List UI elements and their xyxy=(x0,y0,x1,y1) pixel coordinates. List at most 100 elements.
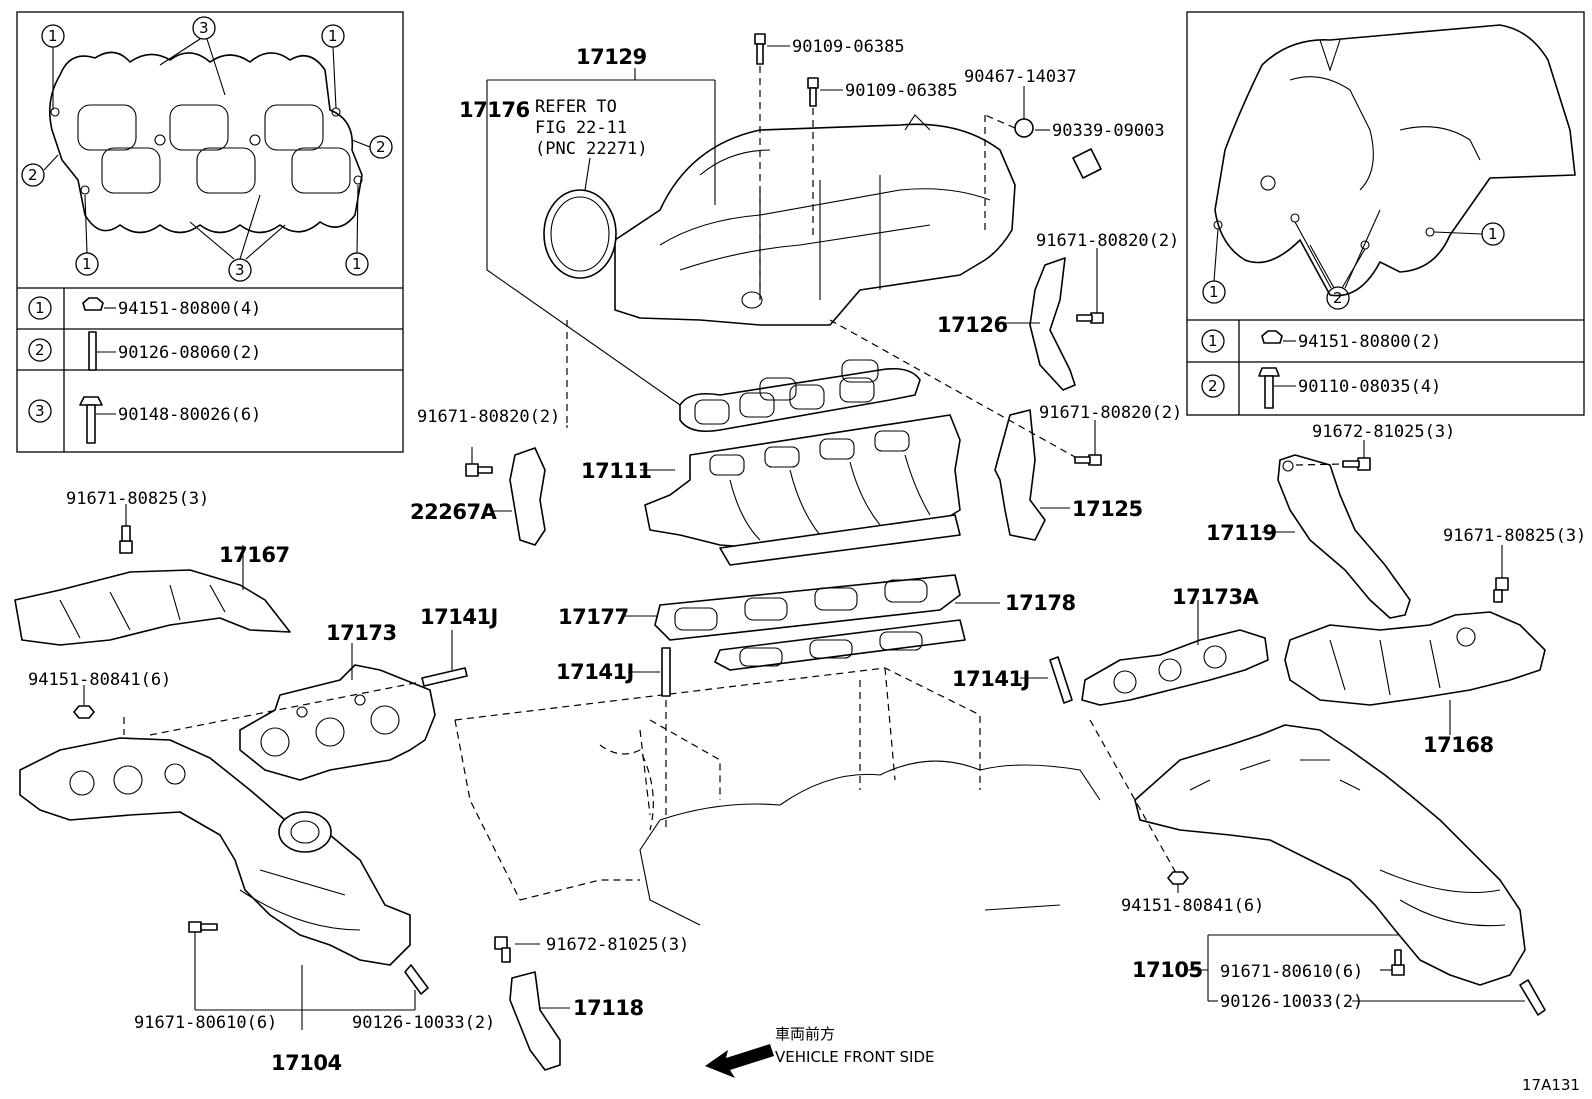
svg-text:1: 1 xyxy=(35,299,45,317)
figure-code: 17A131 xyxy=(1522,1076,1580,1094)
label-17167: 17167 xyxy=(219,543,290,567)
label-17118: 17118 xyxy=(573,996,644,1020)
exhaust-manifold-17105 xyxy=(1089,719,1526,986)
right-legend-row-2: 2 90110-08035(4) xyxy=(1201,367,1441,409)
label-17141J-right: 17141J xyxy=(952,667,1030,691)
label-91671-80820-b: 91671-80820(2) xyxy=(1039,403,1182,423)
bolt-91672-81025-right xyxy=(1295,440,1371,471)
svg-text:94151-80800(4): 94151-80800(4) xyxy=(118,299,261,319)
svg-text:2: 2 xyxy=(376,138,386,156)
svg-text:2: 2 xyxy=(28,166,38,184)
label-17173A: 17173A xyxy=(1172,585,1260,609)
heat-insulator-17168 xyxy=(1284,611,1546,735)
label-90109-06385-b: 90109-06385 xyxy=(845,81,958,101)
bolt-90109-a xyxy=(754,33,790,300)
label-94151-80841-left: 94151-80841(6) xyxy=(28,670,171,690)
bracket-17125 xyxy=(994,409,1070,541)
label-91671-80820-a: 91671-80820(2) xyxy=(1036,231,1179,251)
svg-text:1: 1 xyxy=(82,255,92,273)
label-17141J-center: 17141J xyxy=(556,660,634,684)
label-91671-80610-right: 91671-80610(6) xyxy=(1220,962,1363,982)
right-legend-row-1: 1 94151-80800(2) xyxy=(1201,329,1441,353)
label-17119: 17119 xyxy=(1206,521,1277,545)
label-91672-81025-a: 91672-81025(3) xyxy=(1312,422,1455,442)
stud-17141J-center xyxy=(628,647,671,830)
bracket-17119 xyxy=(1262,454,1411,619)
engine-block-outline xyxy=(454,667,1101,926)
bolt-91671-80610-right xyxy=(1380,949,1405,976)
left-callout-3b: 3 xyxy=(189,194,286,282)
label-90109-06385-a: 90109-06385 xyxy=(792,37,905,57)
label-91671-80610-left: 91671-80610(6) xyxy=(134,1013,277,1033)
left-legend-row-1: 1 94151-80800(4) xyxy=(28,296,261,320)
exhaust-gasket-17173 xyxy=(239,643,436,781)
stud-90126-left xyxy=(404,964,429,995)
front-label-en: VEHICLE FRONT SIDE xyxy=(775,1048,935,1066)
intake-manifold-upper xyxy=(1214,24,1576,297)
label-94151-80841-right: 94151-80841(6) xyxy=(1121,896,1264,916)
stud-17141J-left xyxy=(421,630,468,687)
label-90467-14037: 90467-14037 xyxy=(964,67,1077,87)
label-91672-81025-b: 91672-81025(3) xyxy=(546,935,689,955)
heat-insulator-17167 xyxy=(14,545,291,646)
svg-text:94151-80800(2): 94151-80800(2) xyxy=(1298,332,1441,352)
stud-17141J-right xyxy=(1020,656,1073,704)
label-90126-10033-right: 90126-10033(2) xyxy=(1220,992,1363,1012)
label-17129: 17129 xyxy=(576,45,647,69)
right-callout-2: 2 xyxy=(1294,209,1381,310)
left-callout-1a: 1 xyxy=(41,24,65,110)
bracket-17118 xyxy=(509,971,570,1071)
lower-intake-manifold-17111 xyxy=(640,414,961,566)
label-17176: 17176 xyxy=(459,98,530,122)
left-callout-1d: 1 xyxy=(345,184,369,276)
gasket-17176 xyxy=(486,68,921,433)
intake-gasket-plate xyxy=(49,51,363,234)
svg-text:3: 3 xyxy=(199,19,209,37)
refer-line-1: REFER TO xyxy=(535,97,617,117)
label-17111: 17111 xyxy=(581,459,652,483)
label-17125: 17125 xyxy=(1072,497,1143,521)
svg-text:1: 1 xyxy=(1209,283,1219,301)
right-callout-1a: 1 xyxy=(1433,222,1505,246)
label-17177: 17177 xyxy=(558,605,629,629)
svg-text:1: 1 xyxy=(1208,332,1218,350)
svg-text:90126-08060(2): 90126-08060(2) xyxy=(118,343,261,363)
label-17141J-left: 17141J xyxy=(420,605,498,629)
stud-90126-right xyxy=(1207,935,1546,1016)
label-22267A: 22267A xyxy=(410,500,498,524)
bolt-91671-80820-mid xyxy=(829,319,1102,466)
svg-text:3: 3 xyxy=(35,402,45,420)
exhaust-manifold-17104 xyxy=(19,737,411,1030)
svg-text:1: 1 xyxy=(352,255,362,273)
label-17126: 17126 xyxy=(937,313,1008,337)
right-callout-1b: 1 xyxy=(1202,228,1226,304)
svg-text:1: 1 xyxy=(48,27,58,45)
svg-text:90110-08035(4): 90110-08035(4) xyxy=(1298,377,1441,397)
left-callout-3a: 3 xyxy=(159,16,226,96)
exhaust-gasket-17173A xyxy=(1081,600,1269,706)
left-callout-1b: 1 xyxy=(321,24,345,109)
left-inset: 1 3 1 2 2 1 3 1 xyxy=(16,11,404,453)
svg-text:1: 1 xyxy=(328,27,338,45)
svg-text:90148-80026(6): 90148-80026(6) xyxy=(118,405,261,425)
svg-text:2: 2 xyxy=(35,341,45,359)
label-17168: 17168 xyxy=(1423,733,1494,757)
nut-94151-right xyxy=(1167,871,1189,893)
label-90126-10033-left: 90126-10033(2) xyxy=(352,1013,495,1033)
left-legend-row-3: 3 90148-80026(6) xyxy=(28,396,261,444)
svg-text:2: 2 xyxy=(1208,377,1218,395)
gasket-17178 xyxy=(714,602,1000,671)
bolt-91671-80820-left xyxy=(465,320,568,477)
bracket-22267A xyxy=(492,447,546,546)
label-91671-80825-left: 91671-80825(3) xyxy=(66,489,209,509)
right-inset: 1 1 2 1 94151-80800(2) 2 90110-08035(4) xyxy=(1186,11,1585,416)
plug-90339 xyxy=(1035,129,1102,179)
bracket-17126 xyxy=(1005,257,1076,391)
label-91671-80825-right: 91671-80825(3) xyxy=(1443,526,1586,546)
vehicle-front-arrow xyxy=(705,1044,774,1078)
left-callout-2a: 2 xyxy=(21,154,59,187)
left-legend-row-2: 2 90126-08060(2) xyxy=(28,331,261,371)
svg-text:1: 1 xyxy=(1488,225,1498,243)
front-label-jp: 車両前方 xyxy=(775,1025,835,1043)
